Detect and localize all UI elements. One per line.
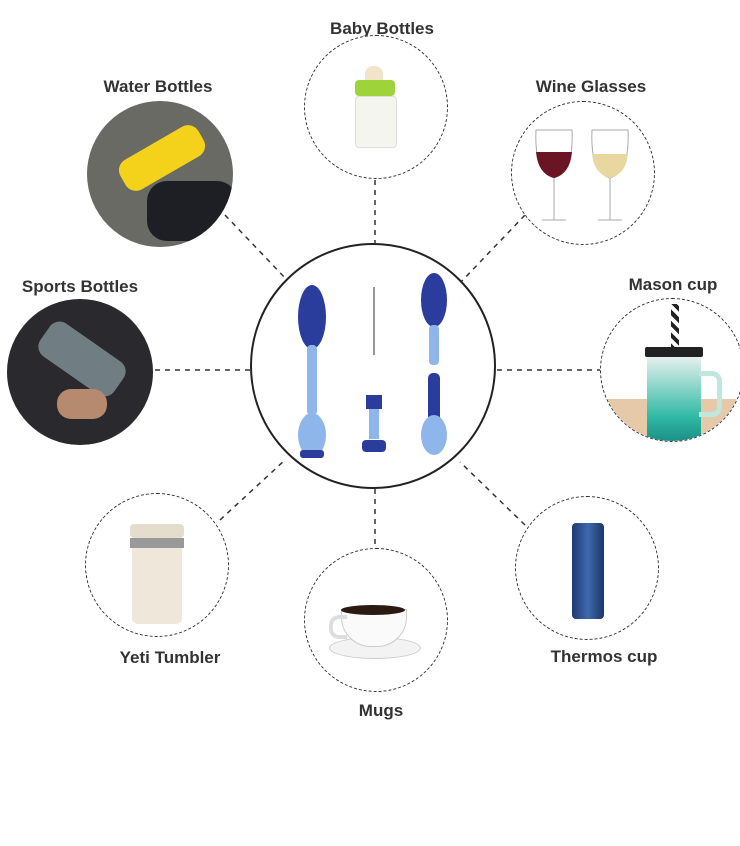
label-baby-bottles: Baby Bottles: [330, 19, 434, 38]
mason-cup-image: [600, 298, 740, 442]
wine-glasses-image: [511, 101, 655, 245]
label-mugs: Mugs: [358, 701, 404, 720]
label-water-bottles: Water Bottles: [103, 77, 213, 96]
water-bottle-image: [87, 101, 233, 247]
label-sports-bottles: Sports Bottles: [21, 277, 139, 296]
baby-bottle-image: [304, 35, 448, 179]
sports-bottle-image: [7, 299, 153, 445]
mug-image: [304, 548, 448, 692]
label-wine-glasses: Wine Glasses: [535, 77, 647, 96]
yeti-tumbler-image: [85, 493, 229, 637]
thermos-cup-image: [515, 496, 659, 640]
label-mason-cup: Mason cup: [628, 275, 718, 294]
label-thermos-cup: Thermos cup: [550, 647, 658, 666]
label-yeti-tumbler: Yeti Tumbler: [119, 648, 221, 667]
brush-set-image: [250, 243, 496, 489]
